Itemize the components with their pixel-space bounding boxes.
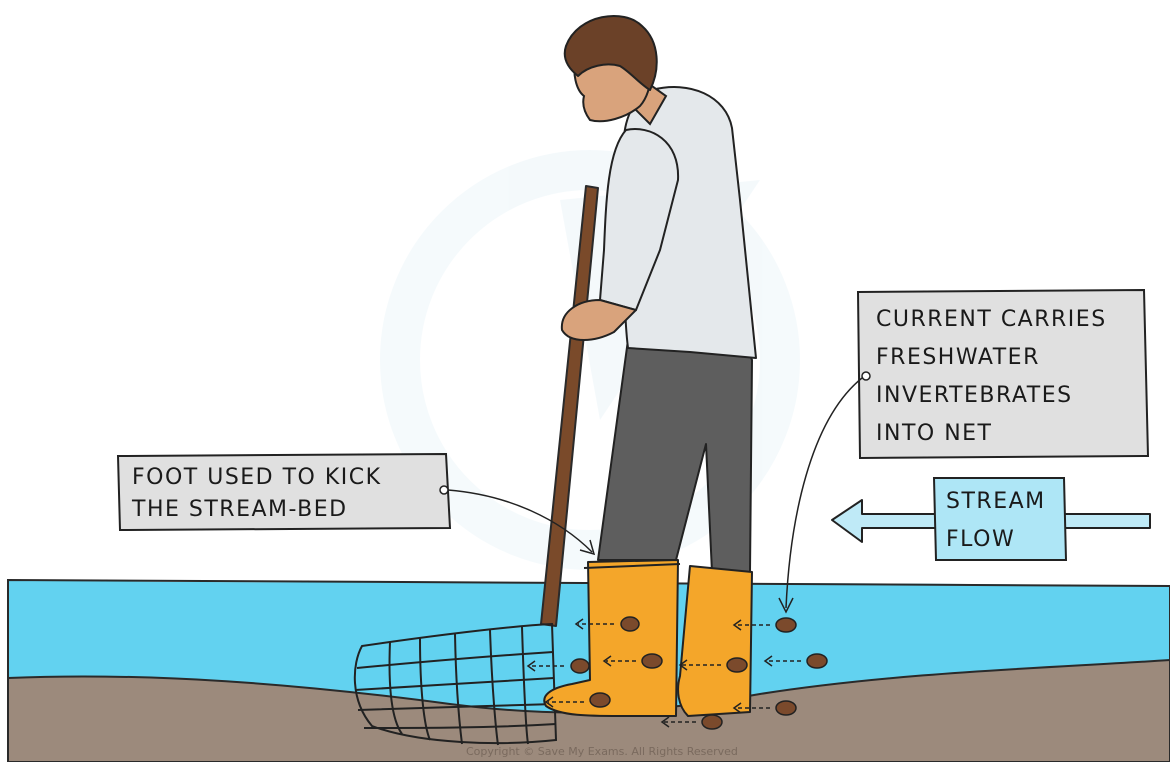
current-label-pointer [786,378,862,608]
current-label: CURRENT CARRIES FRESHWATER INVERTEBRATES… [779,290,1148,612]
current-label-line3: INVERTEBRATES [876,383,1073,408]
current-label-line1: CURRENT CARRIES [876,307,1107,332]
current-label-line2: FRESHWATER [876,345,1040,370]
foot-label-line1: FOOT USED TO KICK [132,465,382,490]
copyright-notice: Copyright © Save My Exams. All Rights Re… [466,745,738,758]
stream-flow-label-line1: STREAM [946,489,1046,514]
right-boot [678,566,752,716]
stream-flow-label-line2: FLOW [946,527,1015,552]
stream-flow-indicator: STREAM FLOW [832,478,1150,560]
current-label-line4: INTO NET [876,421,993,446]
foot-label-line2: THE STREAM-BED [131,497,348,522]
